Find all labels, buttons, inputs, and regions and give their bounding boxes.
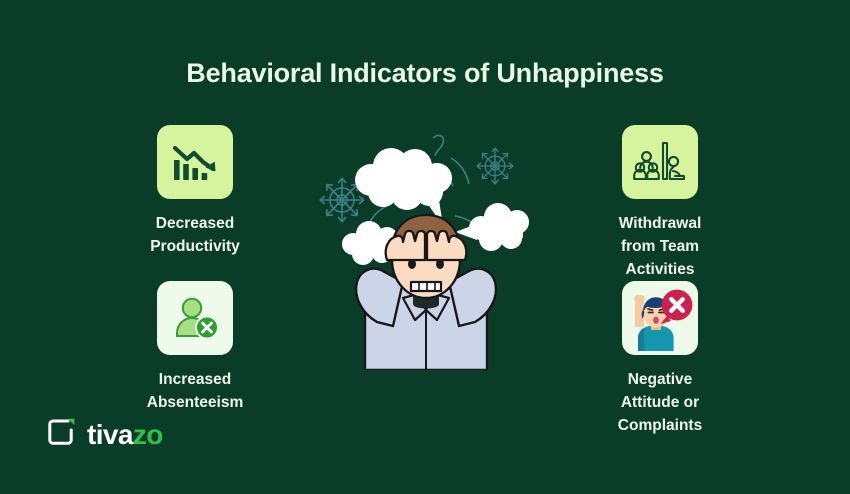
person-complaining-with-red-x-icon <box>622 281 698 355</box>
logo-text-primary: tiva <box>87 418 133 450</box>
brand-logo[interactable]: tivazo <box>46 417 163 452</box>
page-title: Behavioral Indicators of Unhappiness <box>186 58 664 88</box>
feature-negative-attitude-or-complaints: Negative Attitude or Complaints <box>565 281 755 438</box>
logo-text-accent: zo <box>132 418 164 450</box>
feature-label: Negative Attitude or Complaints <box>617 371 703 434</box>
person-isolated-behind-wall-icon <box>622 125 698 199</box>
feature-label: Decreased Productivity <box>150 215 240 255</box>
feature-label: Increased Absenteeism <box>146 371 244 411</box>
feature-withdrawal-from-team-activities: Withdrawal from Team Activities <box>565 125 755 282</box>
user-with-x-badge-icon <box>157 281 233 355</box>
feature-label: Withdrawal from Team Activities <box>618 215 702 278</box>
tivazo-square-mark-icon <box>46 417 76 452</box>
feature-increased-absenteeism: Increased Absenteeism <box>100 281 290 415</box>
stressed-person-holding-head-illustration <box>295 108 557 372</box>
declining-bar-chart-icon <box>157 125 233 199</box>
feature-decreased-productivity: Decreased Productivity <box>100 125 290 259</box>
